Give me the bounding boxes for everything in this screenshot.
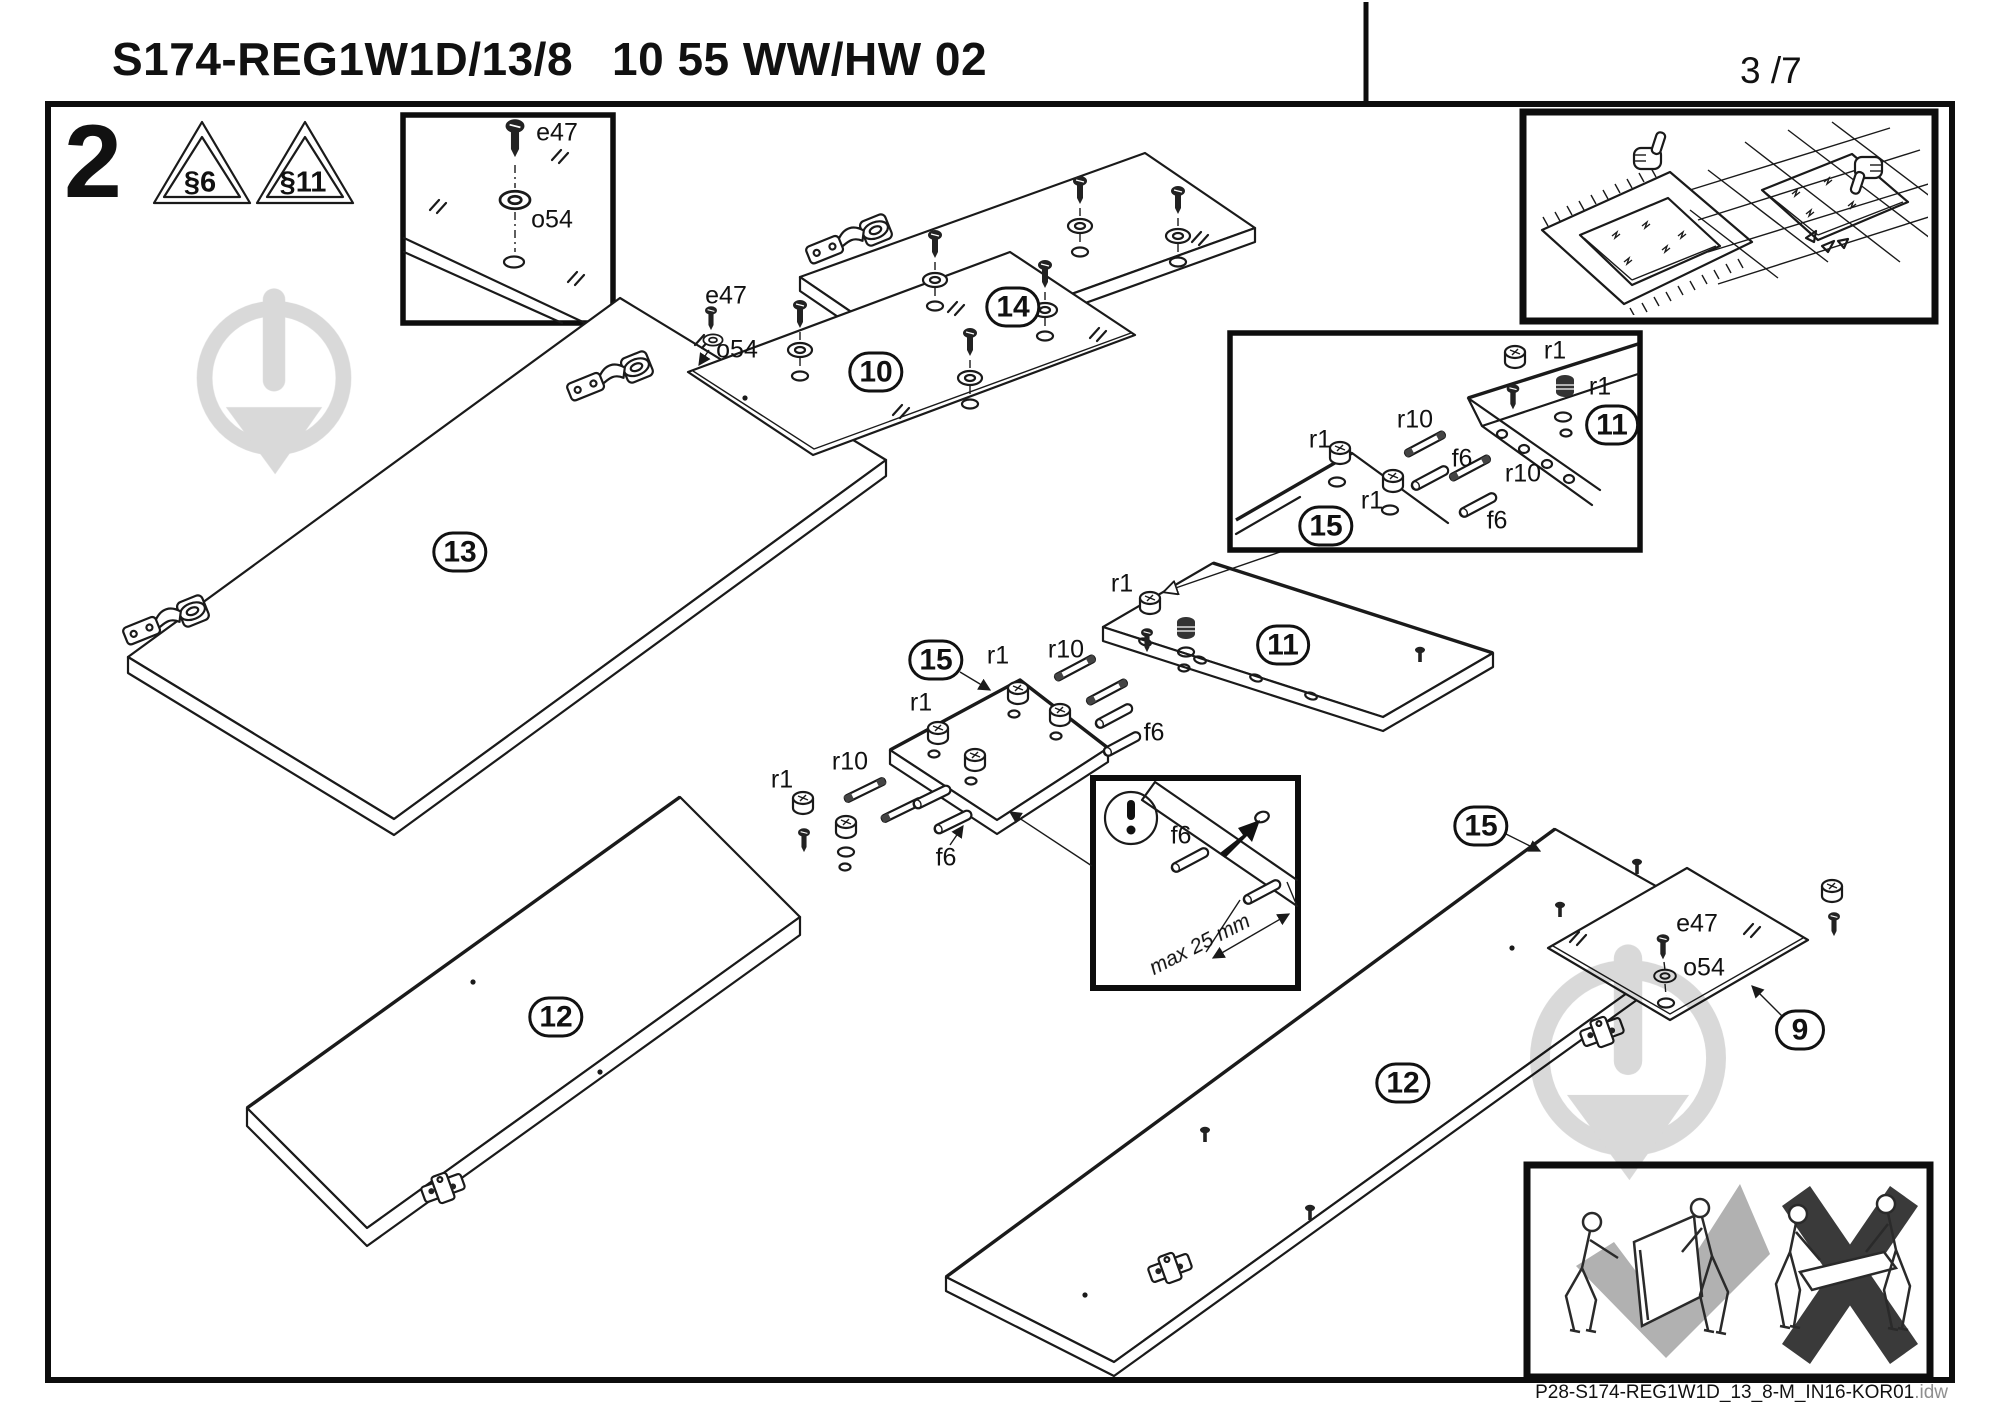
part-label-r1: r1 bbox=[1110, 569, 1134, 598]
part-label-f6: f6 bbox=[1486, 506, 1508, 535]
part-number-10: 10 bbox=[848, 351, 904, 393]
inset-connector-detail bbox=[1227, 330, 1643, 553]
part-label-r1: r1 bbox=[909, 688, 933, 717]
page-indicator: 3 /7 bbox=[1740, 50, 1802, 91]
step-number: 2 bbox=[64, 104, 122, 220]
rug-scene bbox=[1540, 167, 1754, 315]
part-label-§11: §11 bbox=[279, 166, 327, 199]
check-mark-icon bbox=[1576, 1184, 1770, 1358]
part-number-15: 15 bbox=[1298, 505, 1354, 547]
part-number-9: 9 bbox=[1775, 1009, 1825, 1051]
carrying-correct-figures bbox=[1564, 1197, 1730, 1336]
part-label-f6: f6 bbox=[1143, 718, 1165, 747]
page-frame bbox=[45, 2, 1955, 1383]
part-number-11: 11 bbox=[1256, 624, 1310, 666]
part-label-o54: o54 bbox=[716, 335, 758, 364]
insert-arrow-icon bbox=[1220, 820, 1260, 858]
part-label-o54: o54 bbox=[1683, 953, 1725, 982]
part-label-e47: e47 bbox=[536, 118, 578, 147]
part-label-r1: r1 bbox=[1543, 336, 1567, 365]
part-label-r1: r1 bbox=[1360, 486, 1384, 515]
thumbs-up-icon bbox=[1632, 130, 1668, 171]
warning-icon bbox=[1103, 790, 1159, 846]
drawing-filename: P28-S174-REG1W1D_13_8-M_IN16-KOR01.idw bbox=[1535, 1382, 1948, 1403]
inset-placement-pictogram bbox=[1519, 108, 1939, 325]
variant-code: 10 55 WW/HW 02 bbox=[612, 33, 988, 85]
inset-dowel-warning bbox=[1090, 775, 1301, 991]
panel-12-left bbox=[245, 795, 802, 1248]
part-label-§6: §6 bbox=[183, 166, 217, 199]
panel-11-corner-hardware bbox=[1138, 551, 1281, 673]
part-label-f6: f6 bbox=[1451, 444, 1473, 473]
part-label-f6: f6 bbox=[1170, 821, 1192, 850]
part-label-r10: r10 bbox=[1047, 635, 1085, 664]
part-number-12: 12 bbox=[1375, 1062, 1431, 1104]
part-label-r10: r10 bbox=[1396, 405, 1434, 434]
part-number-12: 12 bbox=[528, 996, 584, 1038]
inset-carrying-pictogram bbox=[1523, 1161, 1934, 1381]
panel-12-left-corner-hardware bbox=[791, 776, 975, 872]
e47-o54-callout-hardware bbox=[698, 305, 724, 367]
part-label-r1: r1 bbox=[770, 765, 794, 794]
tile-scene bbox=[1689, 121, 1928, 285]
warning-triangle-icons bbox=[152, 120, 355, 205]
part-number-14: 14 bbox=[985, 286, 1041, 328]
part-number-11: 11 bbox=[1585, 404, 1639, 446]
part-label-e47: e47 bbox=[705, 281, 747, 310]
part-label-r1: r1 bbox=[1308, 425, 1332, 454]
panel-13 bbox=[126, 296, 888, 837]
carrying-wrong-figures bbox=[1774, 1193, 1912, 1332]
part-label-r10: r10 bbox=[1504, 459, 1542, 488]
part-label-r10: r10 bbox=[831, 747, 869, 776]
inset-panel-11-corner bbox=[1466, 342, 1640, 507]
part-label-r1: r1 bbox=[1588, 372, 1612, 401]
product-code: S174-REG1W1D/13/8 bbox=[112, 33, 574, 85]
part-number-13: 13 bbox=[432, 531, 488, 573]
panel-15 bbox=[888, 653, 1143, 836]
inset-panel-15-corner bbox=[1234, 429, 1499, 536]
part-number-15: 15 bbox=[1453, 805, 1509, 847]
part-label-e47: e47 bbox=[1676, 909, 1718, 938]
part-label-r1: r1 bbox=[986, 641, 1010, 670]
part-label-f6: f6 bbox=[935, 843, 957, 872]
part-label-o54: o54 bbox=[531, 205, 573, 234]
part-number-15: 15 bbox=[908, 639, 964, 681]
